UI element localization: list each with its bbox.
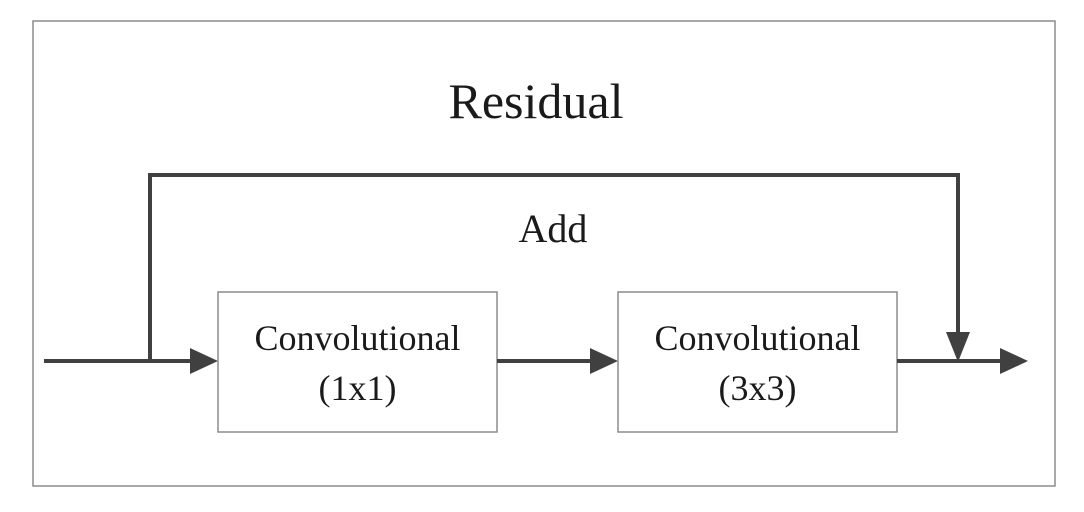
conv-block-1x1-name: Convolutional xyxy=(255,318,461,358)
conv-block-3x3-name: Convolutional xyxy=(655,318,861,358)
middle-arrowhead xyxy=(590,348,618,374)
output-arrowhead xyxy=(1000,348,1028,374)
conv-block-3x3-box xyxy=(617,291,898,433)
skip-connection-arrowhead xyxy=(946,332,970,362)
conv-block-3x3: Convolutional (3x3) xyxy=(617,291,898,433)
skip-connection-label: Add xyxy=(519,206,588,251)
input-arrowhead xyxy=(190,348,218,374)
conv-block-1x1-kernel: (1x1) xyxy=(319,368,397,408)
block-title: Residual xyxy=(449,73,624,129)
conv-block-1x1: Convolutional (1x1) xyxy=(217,291,498,433)
conv-block-3x3-kernel: (3x3) xyxy=(719,368,797,408)
skip-connection-line xyxy=(148,173,960,361)
conv-block-1x1-box xyxy=(217,291,498,433)
